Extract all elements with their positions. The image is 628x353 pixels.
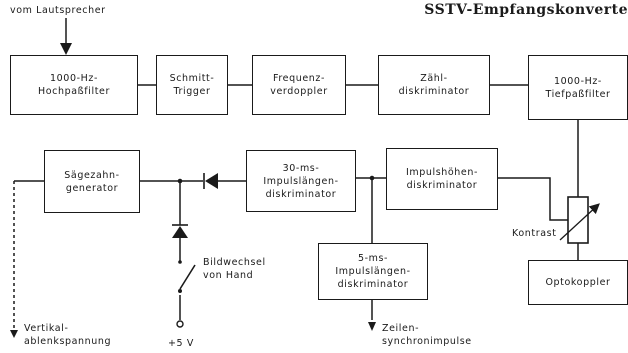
schmitt-trigger-block: Schmitt- Trigger [156, 55, 228, 115]
node-dot [369, 175, 375, 181]
line-sync-output-label: Zeilen- synchronimpulse [382, 323, 472, 347]
input-label: vom Lautsprecher [10, 5, 106, 16]
lowpass-filter-block: 1000-Hz- Tiefpaßfilter [528, 55, 628, 120]
diagram-title: SSTV-Empfangskonverte [424, 2, 628, 18]
highpass-filter-block: 1000-Hz- Hochpaßfilter [10, 55, 138, 115]
frequency-doubler-block: Frequenz- verdoppler [252, 55, 346, 115]
counter-discriminator-block: Zähl- diskriminator [378, 55, 490, 115]
manual-switch-label: Bildwechsel von Hand [203, 257, 266, 281]
supply-label: +5 V [168, 338, 194, 349]
manual-switch [179, 264, 196, 290]
vertical-output-label: Vertikal- ablenkspannung [24, 323, 112, 347]
contrast-label: Kontrast [512, 228, 557, 239]
pulse5-discriminator-block: 5-ms- Impulslängen- diskriminator [318, 243, 428, 300]
pulse30-discriminator-block: 30-ms- Impulslängen- diskriminator [246, 150, 356, 212]
sawtooth-generator-block: Sägezahn- generator [44, 150, 140, 213]
optocoupler-block: Optokoppler [528, 260, 628, 305]
node-dot [177, 178, 183, 184]
supply-terminal [176, 320, 184, 328]
contrast-potentiometer [567, 196, 589, 244]
series-diode [205, 173, 218, 189]
shunt-diode [172, 226, 188, 238]
pulseheight-discriminator-block: Impulshöhen- diskriminator [386, 148, 498, 210]
vertical-output-arrow [10, 330, 18, 338]
wire-wiper-pulseheight [498, 177, 568, 221]
line-sync-output-arrow [368, 322, 376, 331]
